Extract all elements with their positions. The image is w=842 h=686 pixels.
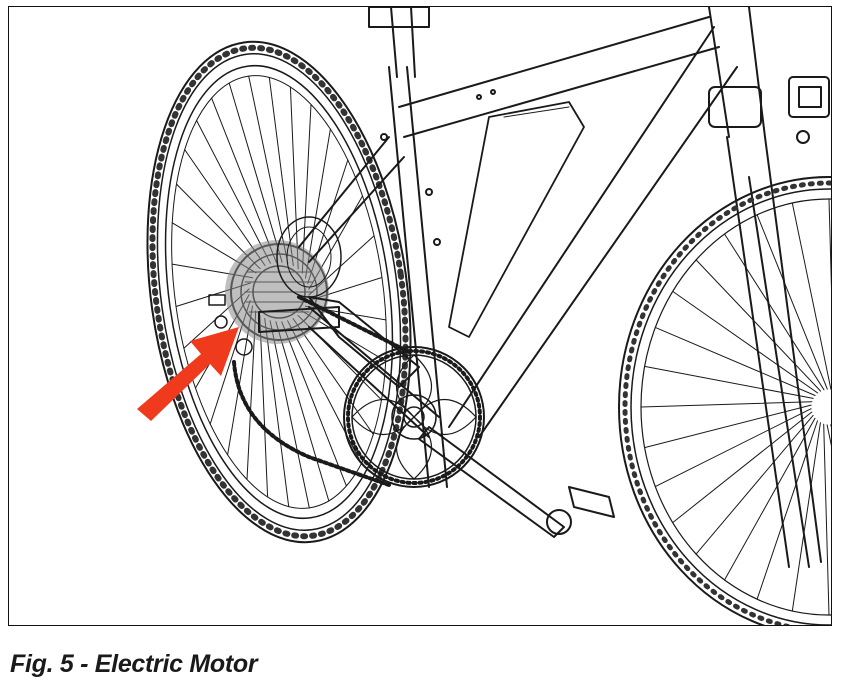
spoke — [196, 120, 271, 264]
spoke — [264, 317, 290, 508]
callout-arrow — [137, 327, 239, 421]
spoke — [301, 104, 312, 274]
spoke — [695, 414, 814, 555]
spoke — [672, 290, 819, 394]
chainring — [343, 346, 485, 488]
spoke — [791, 202, 831, 390]
spoke — [292, 318, 374, 435]
spoke — [259, 314, 269, 498]
figure-caption: Fig. 5 - Electric Motor — [10, 650, 258, 678]
spoke — [756, 214, 828, 390]
spoke — [228, 82, 283, 263]
spoke — [640, 401, 813, 408]
front-spokes — [640, 198, 831, 616]
spoke — [695, 259, 822, 392]
bike-drawing — [137, 7, 831, 625]
crank-arm — [258, 296, 615, 538]
spoke — [756, 420, 818, 600]
spoke — [275, 321, 330, 502]
spoke — [268, 76, 294, 267]
spoke — [724, 417, 816, 581]
spoke — [823, 423, 830, 616]
spoke — [248, 75, 289, 264]
spoke — [289, 86, 299, 270]
frame — [298, 7, 738, 488]
spoke — [287, 320, 362, 464]
spoke — [269, 320, 310, 509]
spoke — [281, 321, 347, 487]
spoke — [644, 404, 812, 449]
spoke — [654, 408, 812, 488]
spoke — [644, 365, 814, 399]
spoke — [828, 198, 831, 290]
spoke — [724, 233, 825, 391]
motor-highlight — [225, 240, 329, 344]
spoke — [654, 326, 816, 396]
spoke — [211, 97, 277, 263]
spoke — [184, 149, 266, 266]
spoke — [830, 424, 831, 427]
figure-frame — [8, 6, 832, 626]
spoke — [246, 310, 257, 480]
spoke — [791, 422, 821, 612]
derailleur — [208, 294, 253, 356]
spoke — [672, 411, 813, 524]
